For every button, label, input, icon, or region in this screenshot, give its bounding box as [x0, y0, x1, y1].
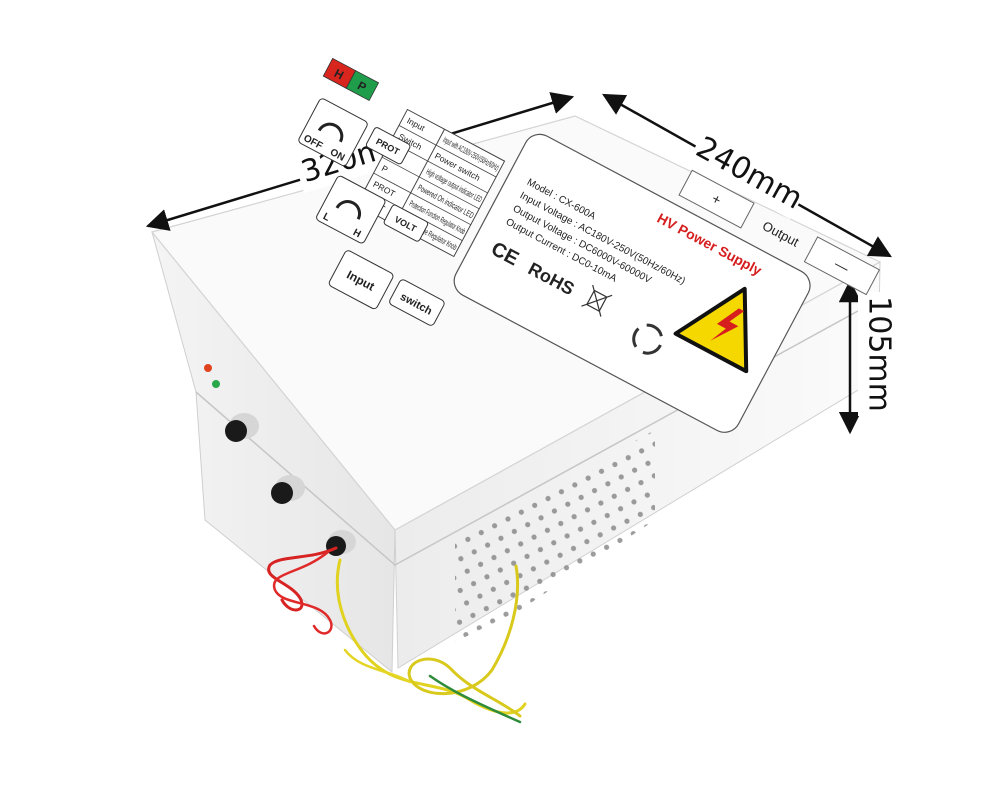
control-labels: OFF ON PROT L H VOLT Input switch — [298, 98, 445, 326]
dimension-height: 105mm — [862, 296, 897, 412]
vent-grille — [455, 430, 655, 642]
rotate-arrow-icon — [335, 200, 362, 220]
p-indicator-led — [212, 380, 220, 388]
prot-knob — [225, 420, 247, 442]
top-panel-graphics: + Output — HV Power Supply Model : CX-60… — [298, 57, 881, 433]
h-indicator-led — [204, 364, 212, 372]
high-label: H — [351, 227, 363, 240]
power-switch — [326, 536, 346, 556]
weee-bin-icon — [581, 284, 613, 317]
rotate-arrow-icon — [317, 122, 344, 143]
power-cables — [267, 546, 527, 724]
low-label: L — [321, 211, 332, 224]
indicator-legend: H P — [322, 57, 380, 102]
output-minus-label: — — [832, 255, 852, 276]
high-voltage-warning-icon — [673, 286, 749, 374]
volt-knob — [271, 482, 293, 504]
recycle-icon — [632, 323, 664, 355]
legend-key: P — [380, 163, 390, 175]
